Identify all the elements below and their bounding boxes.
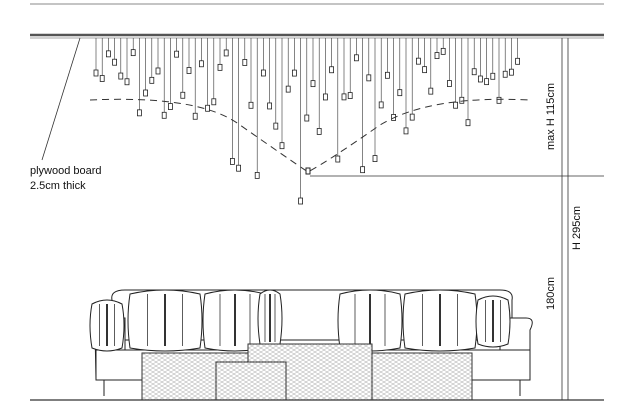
pendant-crystal [198,60,204,68]
pendant-crystal [143,89,149,97]
coffee-tables [141,343,473,401]
pendant-crystal [229,158,235,165]
pendant-crystal [415,57,421,65]
pendant-crystal-bottom [305,167,311,175]
sofa-cushions [89,289,511,352]
pendant-crystal [384,71,390,79]
pendant-crystal [341,93,347,101]
pendant-crystal [347,92,353,99]
pendant-crystal [465,119,471,127]
pendant-crystal [397,89,403,97]
pendant-crystal [149,76,155,84]
pendant-crystal [267,102,273,110]
total-height-dimension-label: H 295cm [571,205,583,250]
pendant-crystal [471,68,477,76]
dimension-lines [310,38,604,400]
pendant-crystal [322,93,328,101]
clearance-dimension-label: 180cm [545,276,557,310]
max-height-dimension-label: max H 115cm [545,82,557,150]
pendant-crystal [502,70,508,78]
pendant-crystal [329,66,335,74]
pendant-crystal [484,78,490,86]
pendant-crystal [372,155,378,162]
pendant-crystal [236,164,242,172]
pendant-crystal [106,50,111,58]
pendant-crystal [136,109,142,117]
pendant-crystal [205,104,211,112]
pendant-crystal [428,87,434,95]
pendant-crystal [285,85,291,93]
pendant-crystal [161,111,167,119]
pendant-crystal [496,96,502,104]
plywood-label-line1: plywood board [30,165,102,177]
pendant-crystal [242,59,248,66]
coffee-table-front [215,361,287,401]
pendant-crystal [304,114,310,122]
pendant-crystal [273,122,279,130]
pendant-crystal [422,66,428,74]
pendant-crystal [508,68,514,76]
pendant-crystal [298,197,304,205]
pendant-crystal [310,80,316,88]
pendant-crystal [112,58,117,66]
ceiling-plywood-board [30,33,604,39]
chandelier-outline-dashed [89,98,531,173]
pendant-crystal [409,113,415,121]
pendant-crystal [335,155,341,163]
chandelier-pendants [93,38,520,205]
pendant-crystal [403,127,409,135]
plywood-leader-line [41,37,81,161]
pendant-crystal [223,49,229,57]
pendant-crystal [99,75,105,82]
pendant-crystal [254,172,260,179]
pendant-crystal [453,101,459,109]
pendant-crystal [174,50,180,58]
pendant-crystal [515,57,520,65]
pendant-crystal [186,67,192,74]
pendant-crystal [477,75,483,83]
pendant-crystal [353,54,359,62]
pendant-crystal [248,101,254,109]
coffee-table-right [371,352,473,401]
pendant-crystal [124,78,130,86]
pendant-crystal [211,98,217,106]
pendant-crystal [192,112,198,120]
pendant-crystal [155,67,161,75]
pendant-crystal [360,166,366,174]
pendant-crystal [291,69,297,77]
pendant-crystal [260,69,266,77]
plywood-label-line2: 2.5cm thick [30,180,86,192]
pendant-crystal [180,91,186,99]
pendant-crystal [490,72,496,80]
pendant-crystal [118,72,124,80]
pendant-crystal [366,74,372,82]
pendant-crystal [93,69,99,77]
pendant-crystal [130,49,136,57]
pendant-crystal [440,47,446,55]
pendant-crystal [217,63,223,71]
pendant-crystal [167,103,173,110]
pendant-crystal [434,52,440,59]
pendant-crystal [279,142,285,150]
pendant-crystal [459,96,465,104]
pendant-crystal [378,101,384,109]
pendant-crystal [446,80,452,87]
pendant-crystal [316,128,322,135]
